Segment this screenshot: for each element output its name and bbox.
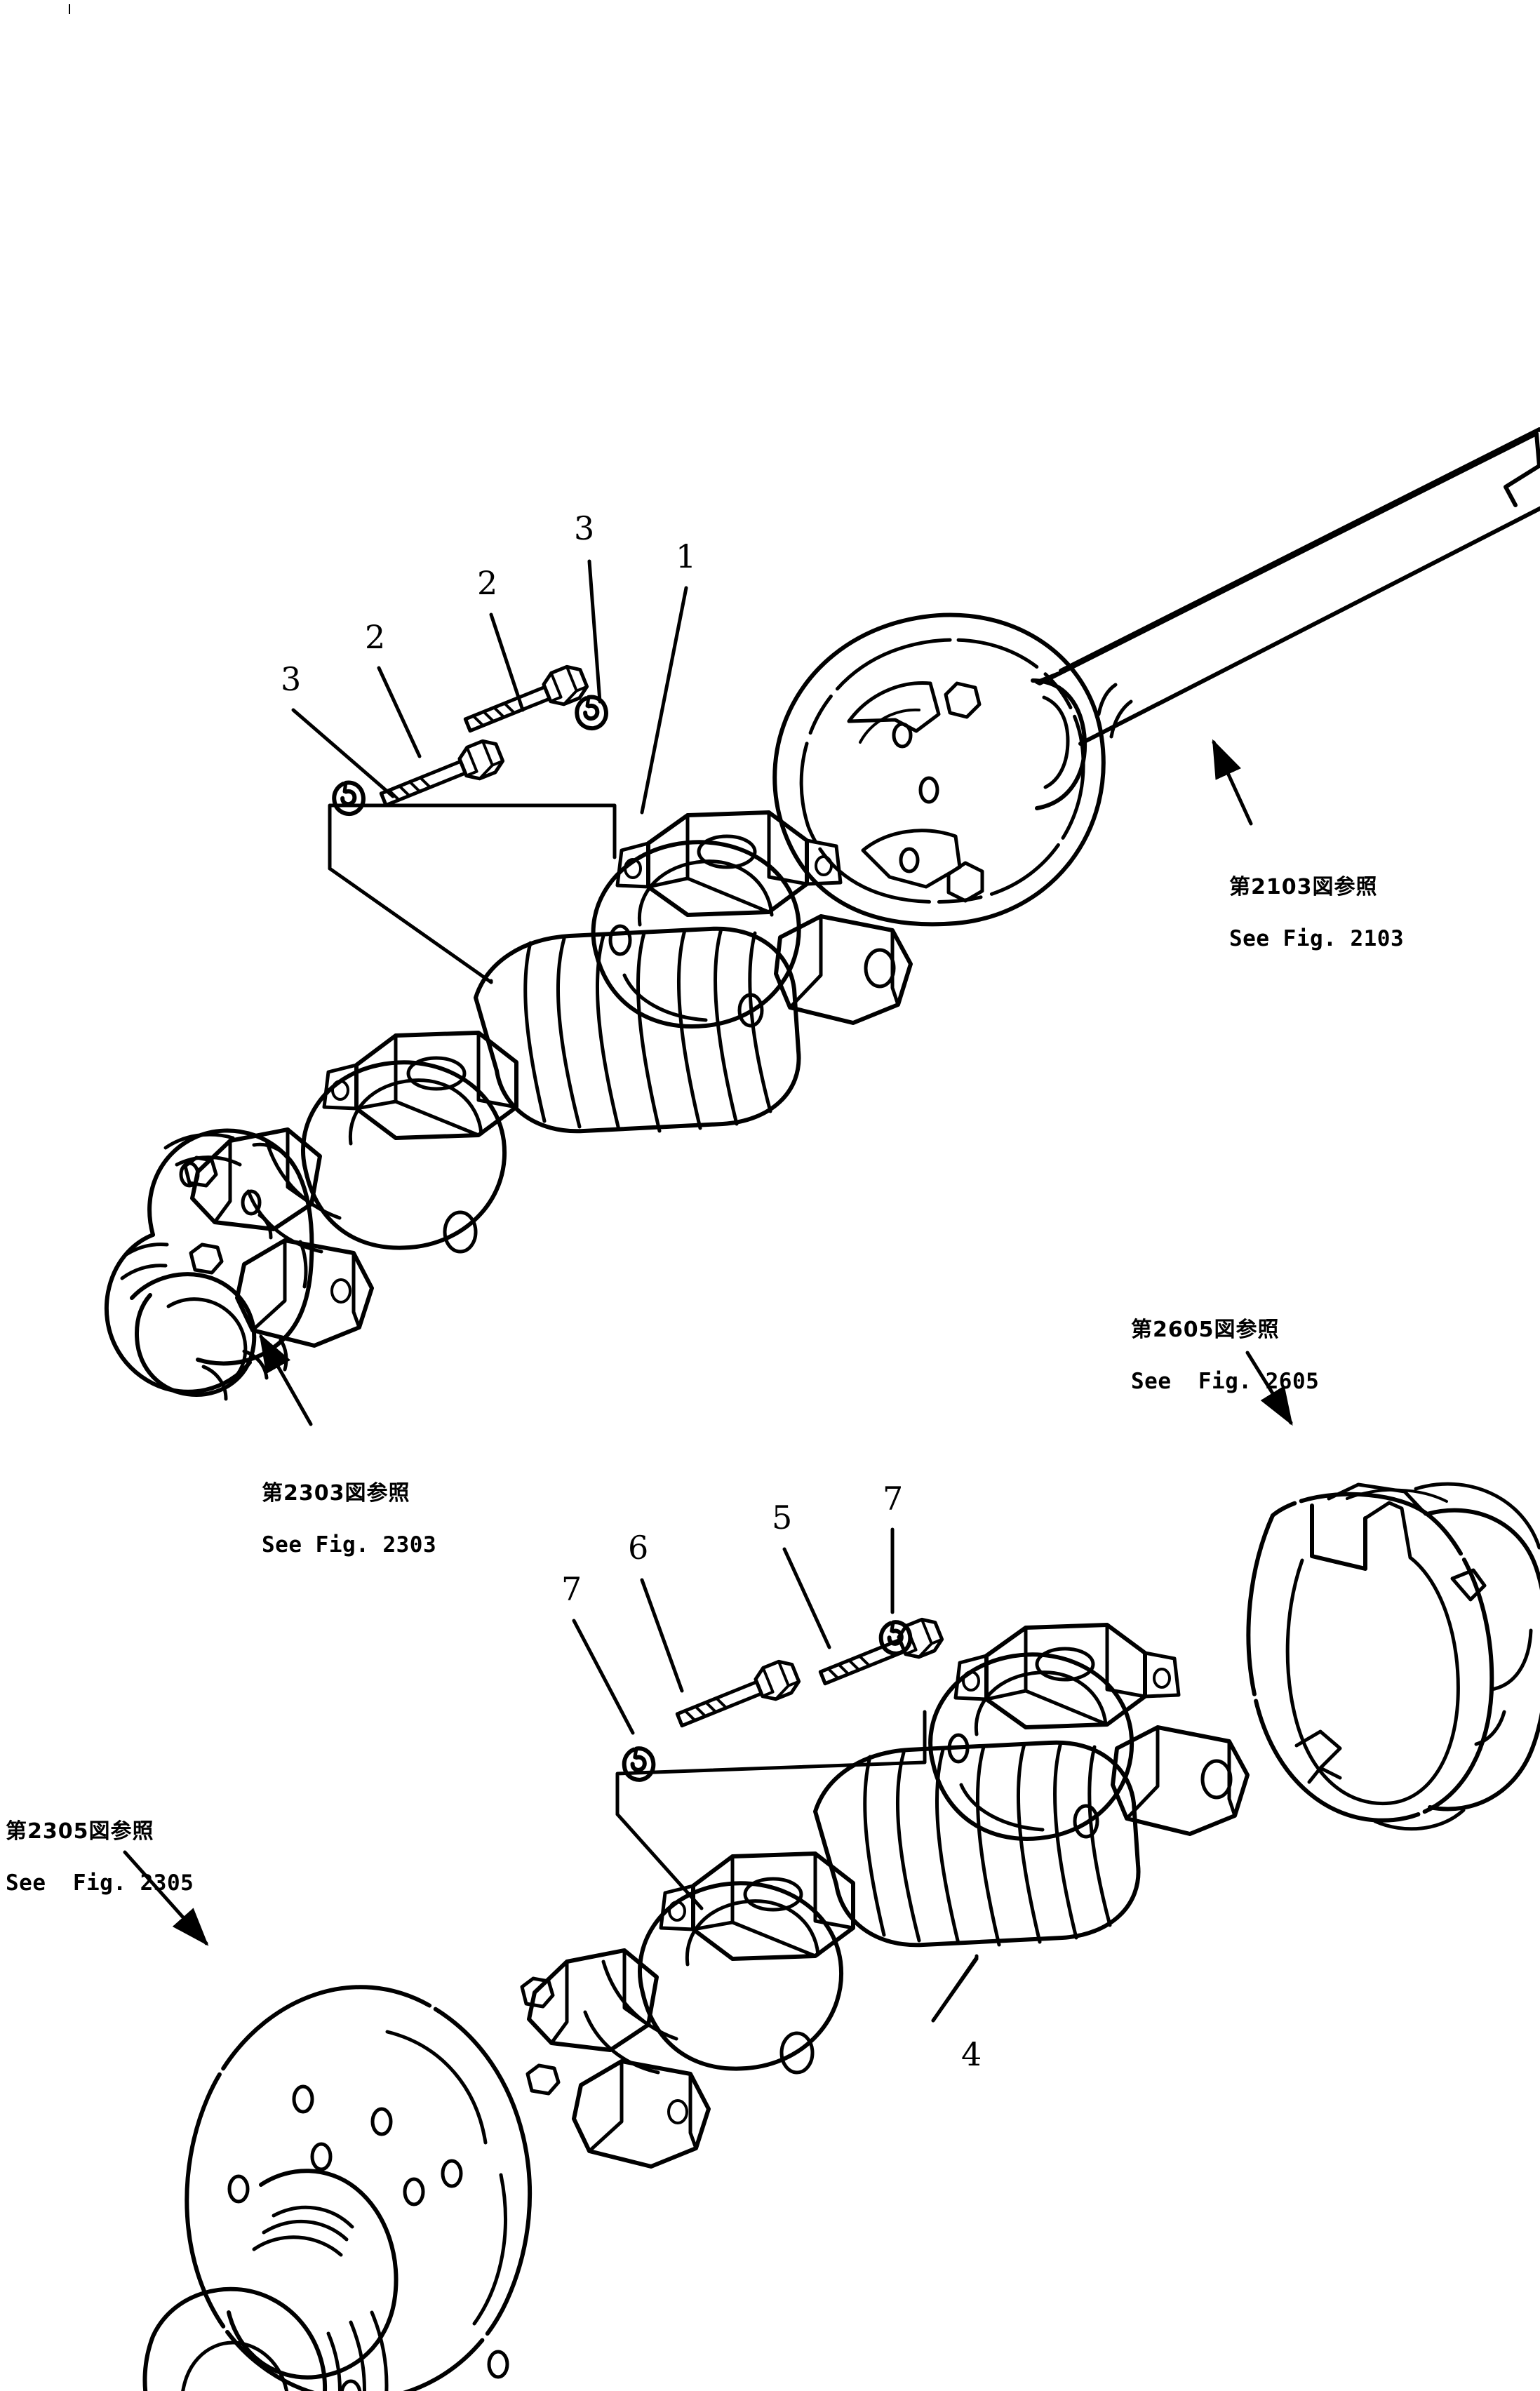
callout-7-lower-right: 7 <box>883 1480 904 1518</box>
callout-5-lower: 5 <box>772 1499 793 1536</box>
reference-fig-2605-jp: 第2605図参照 <box>1131 1317 1280 1342</box>
reference-fig-2605: 第2605図参照 See Fig. 2605 <box>1131 1291 1319 1421</box>
reference-fig-2305-jp: 第2305図参照 <box>6 1819 154 1844</box>
callout-1-universal-joint: 1 <box>676 537 697 575</box>
callout-4-universal-joint: 4 <box>961 2035 982 2073</box>
callout-2-upper-left: 2 <box>365 618 386 656</box>
reference-fig-2305: 第2305図参照 See Fig. 2305 <box>6 1793 194 1922</box>
reference-fig-2103: 第2103図参照 See Fig. 2103 <box>1229 848 1404 978</box>
callout-7-lower-left: 7 <box>561 1570 582 1608</box>
reference-fig-2303-jp: 第2303図参照 <box>262 1480 410 1506</box>
callout-2-upper-right: 2 <box>477 564 498 602</box>
reference-fig-2303: 第2303図参照 See Fig. 2303 <box>262 1454 436 1584</box>
registration-tick <box>69 4 70 14</box>
reference-fig-2103-jp: 第2103図参照 <box>1229 874 1378 899</box>
reference-fig-2303-en: See Fig. 2303 <box>262 1532 437 1558</box>
reference-fig-2605-en: See Fig. 2605 <box>1131 1368 1320 1394</box>
callout-3-upper-right: 3 <box>574 509 595 547</box>
callout-3-upper-left: 3 <box>281 660 302 698</box>
callout-6-lower: 6 <box>628 1529 649 1567</box>
reference-fig-2305-en: See Fig. 2305 <box>6 1870 194 1896</box>
reference-fig-2103-en: See Fig. 2103 <box>1229 925 1405 951</box>
